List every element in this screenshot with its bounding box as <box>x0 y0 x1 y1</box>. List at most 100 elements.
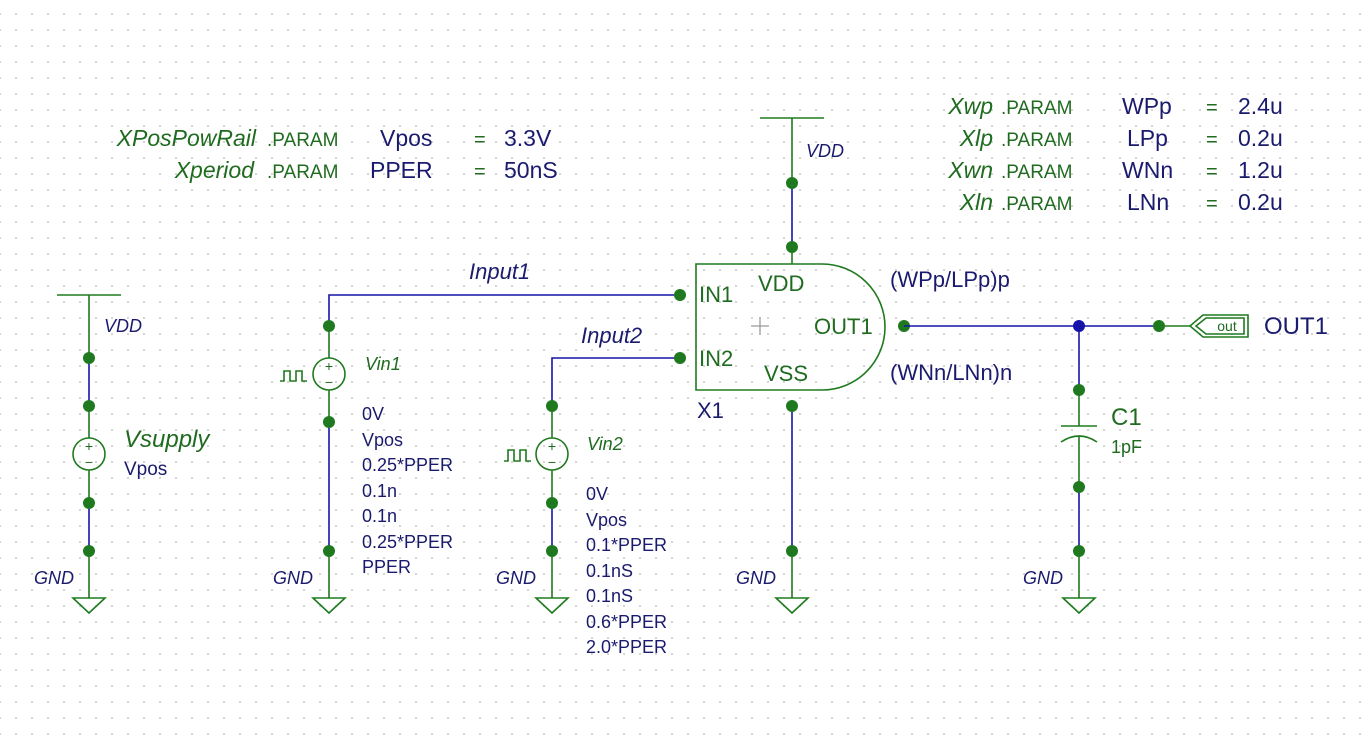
pin-node[interactable] <box>83 352 95 364</box>
param-Xln[interactable]: Xln .PARAM LNn = 0.2u <box>959 189 1283 215</box>
gnd-symbol <box>1060 597 1098 615</box>
param-value: 2.4u <box>1238 93 1283 119</box>
vin2-name: Vin2 <box>587 434 623 454</box>
vsupply-branch[interactable]: VDD + − GND Vsupply Vpos <box>34 294 211 615</box>
vin1-param: PPER <box>362 557 411 577</box>
pin-node-in2[interactable] <box>674 352 686 364</box>
port-outline-inner <box>1194 317 1245 335</box>
param-key: PPER <box>370 157 433 183</box>
pin-node[interactable] <box>786 177 798 189</box>
vin1-param: Vpos <box>362 430 403 450</box>
net-label-input2: Input2 <box>581 323 642 348</box>
port-label: OUT1 <box>1264 313 1328 340</box>
pin-node[interactable] <box>323 416 335 428</box>
param-Xlp[interactable]: Xlp .PARAM LPp = 0.2u <box>959 125 1283 151</box>
param-name: Xln <box>959 189 993 215</box>
param-value: 3.3V <box>504 125 552 151</box>
wire-input2[interactable] <box>551 357 680 406</box>
plus-sign: + <box>85 438 93 454</box>
cap-ref: C1 <box>1111 404 1142 431</box>
vin2-param: 0.1*PPER <box>586 535 667 555</box>
gnd-symbol <box>533 597 571 615</box>
vin2-branch[interactable]: Input2 + − GND Vin2 0V Vpos 0.1*PPER 0.1… <box>496 323 680 657</box>
pin-label-out1: OUT1 <box>814 314 873 339</box>
port-outline-outer <box>1188 314 1249 338</box>
param-XPosPowRail[interactable]: XPosPowRail .PARAM Vpos = 3.3V <box>116 125 552 151</box>
gate-x1[interactable]: VDD IN1 IN2 VDD VSS OUT1 X1 (WPp/LPp)p (… <box>674 117 1012 615</box>
vdd-label: VDD <box>806 141 844 161</box>
wire-input1[interactable] <box>328 294 680 326</box>
pin-node[interactable] <box>1073 545 1085 557</box>
pin-node[interactable] <box>83 545 95 557</box>
param-equals: = <box>1206 193 1218 215</box>
pin-node-vss[interactable] <box>786 400 798 412</box>
gnd-label: GND <box>1023 568 1063 588</box>
plus-sign: + <box>325 358 333 374</box>
vin1-branch[interactable]: Input1 + − GND Vin1 0V Vpos 0.25*PPER 0.… <box>273 259 680 615</box>
gnd-label: GND <box>273 568 313 588</box>
param-key: Vpos <box>380 125 432 151</box>
param-Xwp[interactable]: Xwp .PARAM WPp = 2.4u <box>947 93 1283 119</box>
pin-node[interactable] <box>1153 320 1165 332</box>
net-label-input1: Input1 <box>469 259 530 284</box>
capacitor-c1[interactable]: GND C1 1pF <box>1023 384 1142 615</box>
gnd-symbol <box>70 597 108 615</box>
pin-node[interactable] <box>323 320 335 332</box>
vin1-param: 0.25*PPER <box>362 532 453 552</box>
pin-node[interactable] <box>83 400 95 412</box>
param-value: 1.2u <box>1238 157 1283 183</box>
pin-node[interactable] <box>786 241 798 253</box>
vin2-param: 0V <box>586 484 608 504</box>
param-name: Xlp <box>959 125 993 151</box>
vin1-param: 0.25*PPER <box>362 455 453 475</box>
param-key: WNn <box>1122 157 1173 183</box>
param-Xwn[interactable]: Xwn .PARAM WNn = 1.2u <box>947 157 1283 183</box>
gate-body[interactable] <box>695 263 886 391</box>
pin-node[interactable] <box>546 400 558 412</box>
pin-node[interactable] <box>786 545 798 557</box>
port-tag: out <box>1217 318 1237 334</box>
vin2-param: 0.1nS <box>586 586 633 606</box>
pin-node[interactable] <box>83 497 95 509</box>
minus-sign: − <box>548 454 556 470</box>
pulse-icon <box>280 370 307 382</box>
output-port[interactable]: out OUT1 <box>1165 313 1328 340</box>
pin-node[interactable] <box>546 545 558 557</box>
gate-ref: X1 <box>697 398 724 423</box>
vin1-param: 0V <box>362 404 384 424</box>
minus-sign: − <box>325 374 333 390</box>
pin-node[interactable] <box>323 545 335 557</box>
vin2-param: 0.6*PPER <box>586 612 667 632</box>
param-keyword: .PARAM <box>1001 98 1072 119</box>
param-value: 50nS <box>504 157 558 183</box>
pin-label-vdd: VDD <box>758 271 804 296</box>
vin1-name: Vin1 <box>365 354 401 374</box>
param-name: XPosPowRail <box>116 125 257 151</box>
vdd-label: VDD <box>104 316 142 336</box>
gnd-symbol <box>310 597 348 615</box>
param-name: Xwn <box>947 157 993 183</box>
pin-node[interactable] <box>546 497 558 509</box>
plus-sign: + <box>548 438 556 454</box>
pulse-icon <box>504 449 531 462</box>
gate-ntype: (WNn/LNn)n <box>890 360 1012 385</box>
param-Xperiod[interactable]: Xperiod .PARAM PPER = 50nS <box>174 157 558 183</box>
param-keyword: .PARAM <box>1001 162 1072 183</box>
pin-node-in1[interactable] <box>674 289 686 301</box>
param-key: WPp <box>1122 93 1172 119</box>
gnd-label: GND <box>34 568 74 588</box>
pin-node[interactable] <box>1073 384 1085 396</box>
param-equals: = <box>474 129 486 151</box>
cap-value: 1pF <box>1111 437 1142 457</box>
pin-node[interactable] <box>1073 481 1085 493</box>
param-name: Xwp <box>947 93 993 119</box>
gnd-label: GND <box>736 568 776 588</box>
junction-dot[interactable] <box>1073 320 1085 332</box>
param-keyword: .PARAM <box>1001 194 1072 215</box>
output-net[interactable] <box>904 320 1165 390</box>
param-value: 0.2u <box>1238 125 1283 151</box>
param-value: 0.2u <box>1238 189 1283 215</box>
param-equals: = <box>1206 161 1218 183</box>
vsupply-value: Vpos <box>124 459 167 480</box>
